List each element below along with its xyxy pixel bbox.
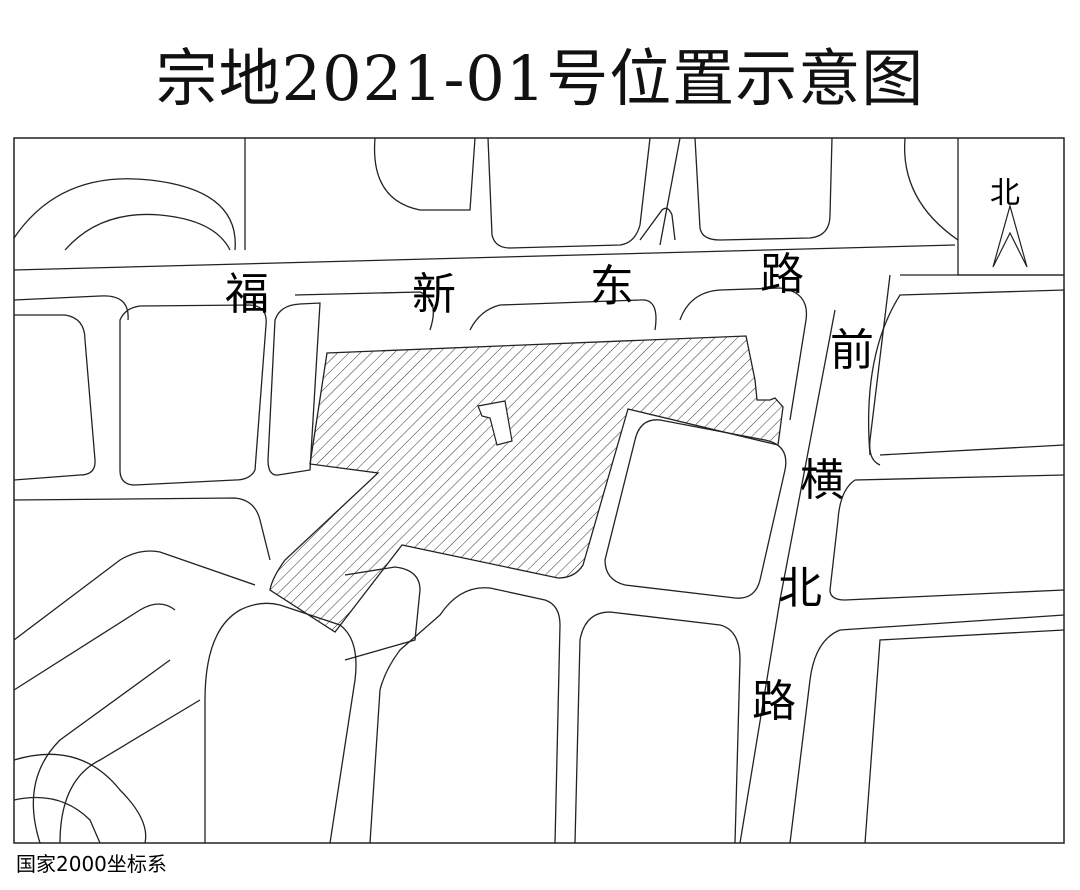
road-label-heng: 横: [800, 455, 844, 506]
road-label-xin: 新: [412, 269, 456, 320]
road-label-qian: 前: [830, 325, 874, 376]
road-label-lu-1: 路: [760, 249, 804, 300]
road-network: [13, 137, 1065, 844]
road-label-dong: 东: [590, 261, 634, 312]
road-label-fu: 福: [225, 269, 269, 320]
road-label-bei: 北: [778, 563, 822, 614]
coordinate-system-note: 国家2000坐标系: [16, 852, 167, 876]
parcel-2021-01: [269, 335, 784, 633]
north-arrow-icon: [992, 203, 1028, 268]
map-title: 宗地2021-01号位置示意图: [155, 42, 925, 115]
parcel-hole: [477, 400, 513, 446]
map-frame: [13, 137, 1065, 844]
road-label-lu-2: 路: [752, 676, 796, 727]
north-label: 北: [990, 176, 1020, 211]
